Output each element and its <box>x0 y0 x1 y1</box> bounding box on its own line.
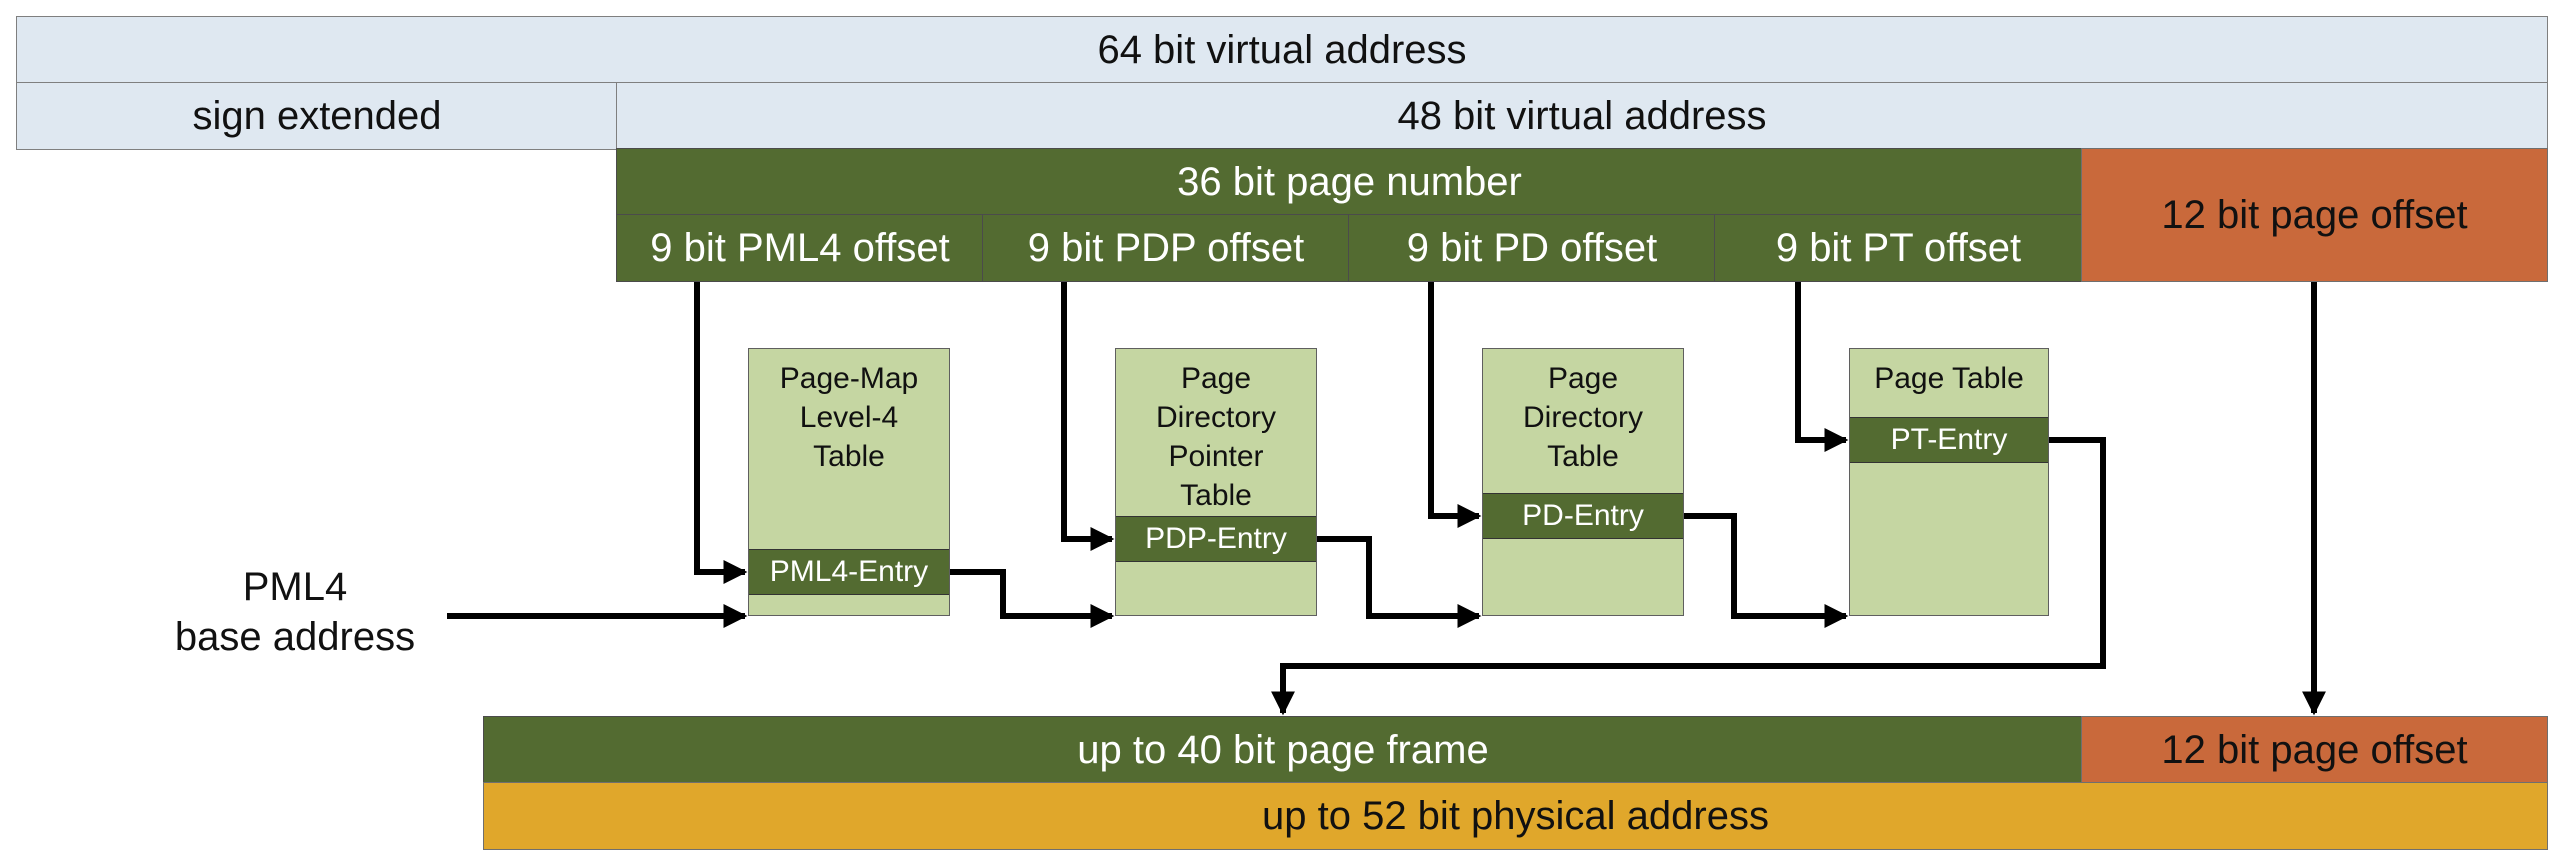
pdp-offset-field: 9 bit PDP offset <box>982 214 1350 282</box>
virtual-address-48-bar: 48 bit virtual address <box>616 82 2548 150</box>
pml4-base-address-label: PML4 base address <box>174 565 416 659</box>
pdp-entry-arrow <box>1317 536 1482 628</box>
virtual-address-48-label: 48 bit virtual address <box>1397 94 1767 138</box>
pt-entry: PT-Entry <box>1850 417 2048 463</box>
pt-table: Page Table PT-Entry <box>1849 348 2049 616</box>
pml4-entry-arrow <box>950 569 1115 628</box>
pd-offset-label: 9 bit PD offset <box>1406 226 1658 270</box>
pdp-entry: PDP-Entry <box>1116 516 1316 562</box>
pdp-offset-arrow <box>1061 282 1115 551</box>
pml4-offset-arrow <box>694 282 748 584</box>
pdp-offset-label: 9 bit PDP offset <box>1027 226 1305 270</box>
page-frame-bar: up to 40 bit page frame <box>483 716 2083 784</box>
pml4-offset-field: 9 bit PML4 offset <box>616 214 984 282</box>
virtual-address-64-label: 64 bit virtual address <box>1097 28 1467 72</box>
pd-table-title: Page Directory Table <box>1522 362 1643 473</box>
pml4-entry: PML4-Entry <box>749 549 949 595</box>
pd-table: Page Directory Table PD-Entry <box>1482 348 1684 616</box>
page-number-bar: 36 bit page number <box>616 148 2083 216</box>
pml4-table: Page-Map Level-4 Table PML4-Entry <box>748 348 950 616</box>
pml4-table-title: Page-Map Level-4 Table <box>779 362 919 473</box>
pd-offset-field: 9 bit PD offset <box>1348 214 1716 282</box>
pt-offset-arrow <box>1795 282 1849 452</box>
sign-extended-bar: sign extended <box>16 82 618 150</box>
physical-address-bar: up to 52 bit physical address <box>483 782 2548 850</box>
physical-address-label: up to 52 bit physical address <box>1262 794 1769 838</box>
pd-entry-arrow <box>1684 513 1849 628</box>
physical-page-offset-label: 12 bit page offset <box>2161 728 2468 772</box>
pt-offset-field: 9 bit PT offset <box>1714 214 2083 282</box>
pd-offset-arrow <box>1428 282 1482 528</box>
pml4-offset-label: 9 bit PML4 offset <box>650 226 950 270</box>
page-number-label: 36 bit page number <box>1177 160 1522 204</box>
pd-entry: PD-Entry <box>1483 493 1683 539</box>
pt-entry-arrow <box>1271 437 2106 716</box>
sign-extended-label: sign extended <box>192 94 442 138</box>
page-frame-label: up to 40 bit page frame <box>1077 728 1489 772</box>
virtual-page-offset-field: 12 bit page offset <box>2081 148 2548 282</box>
virtual-address-64-bar: 64 bit virtual address <box>16 16 2548 84</box>
virtual-page-offset-label: 12 bit page offset <box>2161 193 2468 237</box>
pt-table-title: Page Table <box>1874 362 2024 395</box>
pdp-table-title: Page Directory Pointer Table <box>1155 362 1276 512</box>
physical-page-offset-field: 12 bit page offset <box>2081 716 2548 784</box>
pt-offset-label: 9 bit PT offset <box>1775 226 2022 270</box>
pdp-table: Page Directory Pointer Table PDP-Entry <box>1115 348 1317 616</box>
